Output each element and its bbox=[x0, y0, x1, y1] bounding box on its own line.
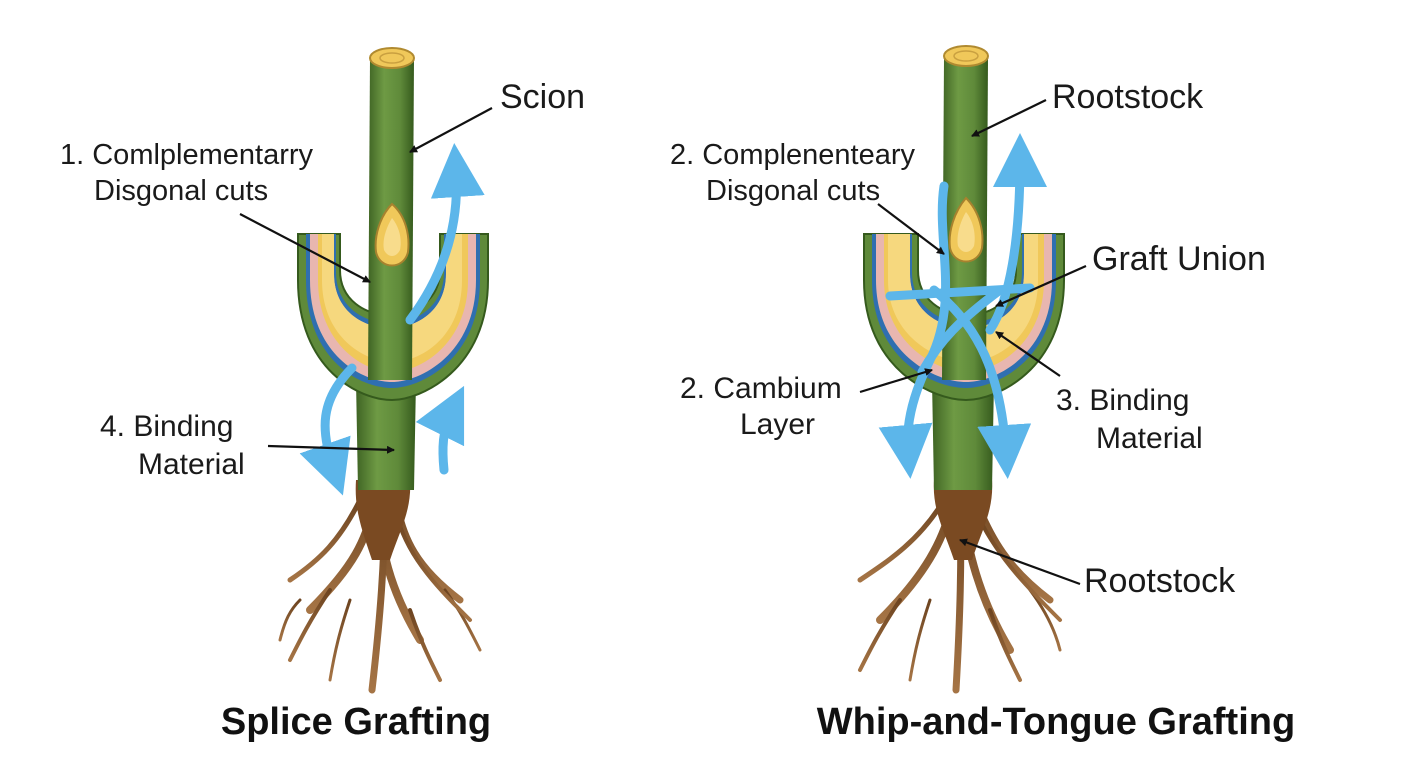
label-cambium-line1: 2. Cambium bbox=[680, 372, 842, 405]
leader-binding-right bbox=[995, 331, 1061, 377]
label-binding-right-line1: 3. Binding bbox=[1056, 384, 1189, 417]
label-graft-union: Graft Union bbox=[1092, 240, 1266, 278]
label-rootstock-top: Rootstock bbox=[1052, 78, 1204, 116]
label-cuts-left-line1: 1. Comlplementarry bbox=[60, 139, 314, 171]
left-rootstock-stem bbox=[356, 380, 416, 490]
right-stem-cut-top bbox=[943, 45, 989, 67]
label-binding-left-line2: Material bbox=[138, 448, 245, 481]
label-scion: Scion bbox=[500, 78, 585, 116]
left-scion-cut-top bbox=[369, 47, 415, 69]
leader-rootstock-top bbox=[971, 99, 1047, 137]
right-flow-arrows bbox=[878, 133, 1047, 479]
leader-binding-left bbox=[267, 444, 395, 454]
leader-cuts-left bbox=[239, 213, 371, 283]
leader-scion bbox=[409, 107, 493, 153]
label-rootstock-bottom: Rootstock bbox=[1084, 562, 1236, 600]
leader-rootstock-bottom bbox=[959, 538, 1081, 586]
title-whip-and-tongue: Whip-and-Tongue Grafting bbox=[817, 701, 1295, 743]
left-root-base bbox=[355, 480, 411, 560]
label-cuts-left-line2: Disgonal cuts bbox=[94, 175, 268, 207]
label-cuts-right-line2: Disgonal cuts bbox=[706, 175, 880, 207]
leader-cambium bbox=[859, 368, 933, 394]
leader-cuts-right bbox=[877, 203, 945, 255]
splice-graft-illustration bbox=[239, 47, 493, 694]
title-splice-grafting: Splice Grafting bbox=[221, 701, 491, 743]
right-root-base bbox=[933, 480, 993, 560]
label-binding-right-line2: Material bbox=[1096, 422, 1203, 455]
left-flow-arrows bbox=[299, 143, 485, 496]
whip-tongue-illustration bbox=[857, 45, 1087, 694]
label-cuts-right-line1: 2. Complenenteary bbox=[670, 139, 916, 171]
label-cambium-line2: Layer bbox=[740, 408, 815, 441]
label-binding-left-line1: 4. Binding bbox=[100, 410, 233, 443]
leader-graft-union bbox=[995, 264, 1087, 308]
